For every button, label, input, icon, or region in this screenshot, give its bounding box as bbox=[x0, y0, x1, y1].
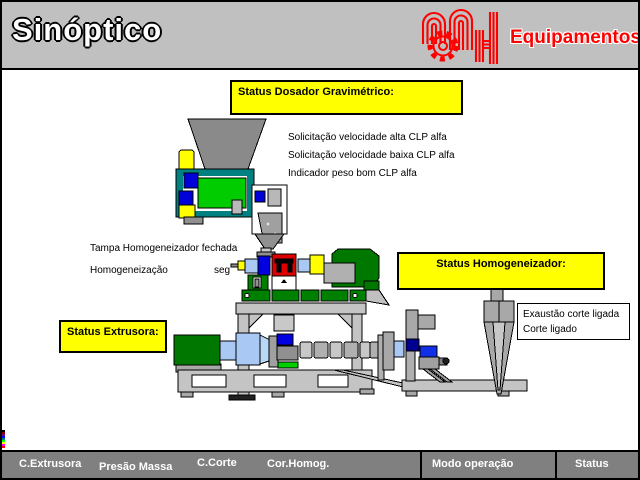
button-modo-operacao[interactable]: Modo operação bbox=[432, 458, 514, 470]
homogeneizacao-label: Homogeneização bbox=[90, 265, 168, 276]
corte-info-box: Exaustão corte ligada Corte ligado bbox=[517, 303, 630, 340]
header-bar: Sinóptico Equipamentos bbox=[2, 2, 638, 70]
cutter-assembly bbox=[333, 309, 528, 397]
clp-line-3: Indicador peso bom CLP alfa bbox=[288, 168, 417, 179]
extruder-base-frame bbox=[177, 369, 375, 398]
bottom-nav-bar: C.Extrusora Presão Massa C.Corte Cor.Hom… bbox=[2, 450, 638, 478]
homogenizer-unit bbox=[230, 248, 380, 291]
base-blocks bbox=[241, 289, 391, 306]
homogenizer-valve bbox=[257, 255, 271, 276]
tampa-status-text: Tampa Homogeneizador fechada bbox=[90, 243, 238, 254]
hopper bbox=[187, 118, 267, 170]
mh-logo-icon bbox=[421, 9, 499, 64]
clp-line-2: Solicitação velocidade baixa CLP alfa bbox=[288, 150, 455, 161]
status-extrusora-box[interactable]: Status Extrusora: bbox=[59, 320, 167, 353]
status-dosador-box[interactable]: Status Dosador Gravimétrico: bbox=[230, 80, 463, 115]
brand-name: Equipamentos bbox=[510, 27, 640, 48]
palette-artifact bbox=[2, 430, 5, 448]
button-status[interactable]: Status bbox=[575, 458, 609, 470]
exaustao-status-text: Exaustão corte ligada bbox=[523, 309, 620, 320]
discharge-chute bbox=[251, 184, 288, 258]
button-c-corte[interactable]: C.Corte bbox=[197, 457, 237, 469]
bar-separator bbox=[555, 452, 557, 478]
corte-status-text: Corte ligado bbox=[523, 324, 577, 335]
extruder-motor bbox=[173, 334, 221, 366]
extruder-drive bbox=[173, 332, 279, 373]
status-homogeneizador-box[interactable]: Status Homogeneizador: bbox=[397, 252, 605, 290]
die-plate bbox=[382, 331, 395, 371]
chute-funnel bbox=[254, 233, 285, 250]
cyclone bbox=[483, 288, 515, 395]
barrel-instruments bbox=[273, 314, 299, 377]
page-title: Sinóptico bbox=[12, 12, 163, 47]
button-presao-massa[interactable]: Presão Massa bbox=[99, 461, 173, 473]
status-dosador-label: Status Dosador Gravimétrico: bbox=[238, 86, 394, 98]
extruder-barrel bbox=[299, 341, 381, 359]
clp-line-1: Solicitação velocidade alta CLP alfa bbox=[288, 132, 447, 143]
button-cor-homog[interactable]: Cor.Homog. bbox=[267, 458, 330, 470]
status-extrusora-label: Status Extrusora: bbox=[67, 326, 159, 338]
button-c-extrusora[interactable]: C.Extrusora bbox=[19, 458, 82, 470]
dosador-unit bbox=[175, 118, 267, 225]
bar-separator bbox=[420, 452, 422, 478]
status-homogeneizador-label: Status Homogeneizador: bbox=[436, 258, 566, 270]
homogeneizacao-unit: seg bbox=[214, 265, 231, 276]
